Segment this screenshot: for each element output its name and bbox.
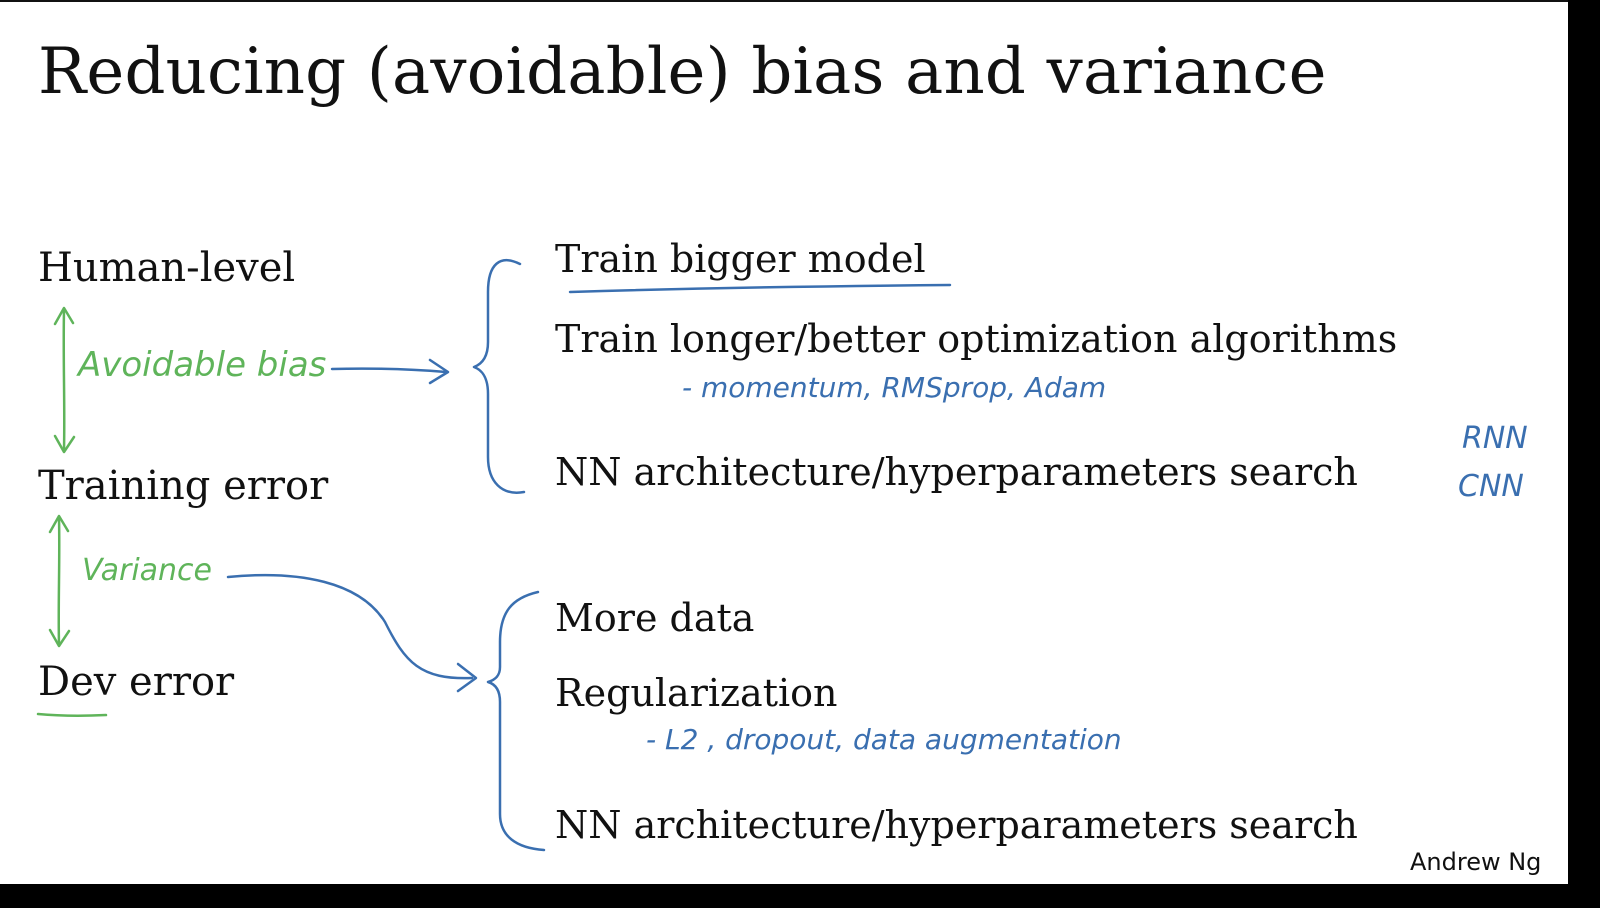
variance-remedies-brace (486, 590, 546, 852)
bias-remedies-brace (472, 259, 526, 494)
bottom-bar (0, 884, 1600, 908)
variance-to-remedies-arrow (226, 573, 478, 693)
variance-arrow (48, 514, 71, 648)
cnn-note: CNN (1458, 469, 1524, 504)
item-nn-search-variance: NN architecture/hyperparameters search (555, 803, 1358, 847)
label-dev-error: Dev error (38, 659, 235, 705)
rnn-note: RNN (1462, 421, 1528, 456)
item-nn-search-bias: NN architecture/hyperparameters search (555, 450, 1358, 494)
item-train-bigger-model: Train bigger model (555, 237, 926, 281)
dev-error-underline (36, 712, 108, 717)
train-bigger-model-underline (568, 283, 952, 294)
author-credit: Andrew Ng (1410, 848, 1542, 876)
label-training-error: Training error (38, 463, 329, 509)
variance-annotation: Variance (82, 553, 213, 588)
item-more-data: More data (555, 596, 755, 640)
item-regularization: Regularization (555, 671, 838, 715)
label-human-level: Human-level (38, 245, 296, 291)
avoidable-bias-annotation: Avoidable bias (78, 345, 327, 385)
optimizers-note: - momentum, RMSprop, Adam (682, 371, 1107, 404)
slide: Reducing (avoidable) bias and variance H… (0, 0, 1568, 884)
regularization-note: - L2 , dropout, data augmentation (646, 723, 1122, 756)
bias-to-remedies-arrow (330, 358, 450, 385)
item-train-longer: Train longer/better optimization algorit… (555, 317, 1398, 361)
avoidable-bias-arrow (53, 306, 76, 454)
slide-title: Reducing (avoidable) bias and variance (38, 35, 1327, 109)
